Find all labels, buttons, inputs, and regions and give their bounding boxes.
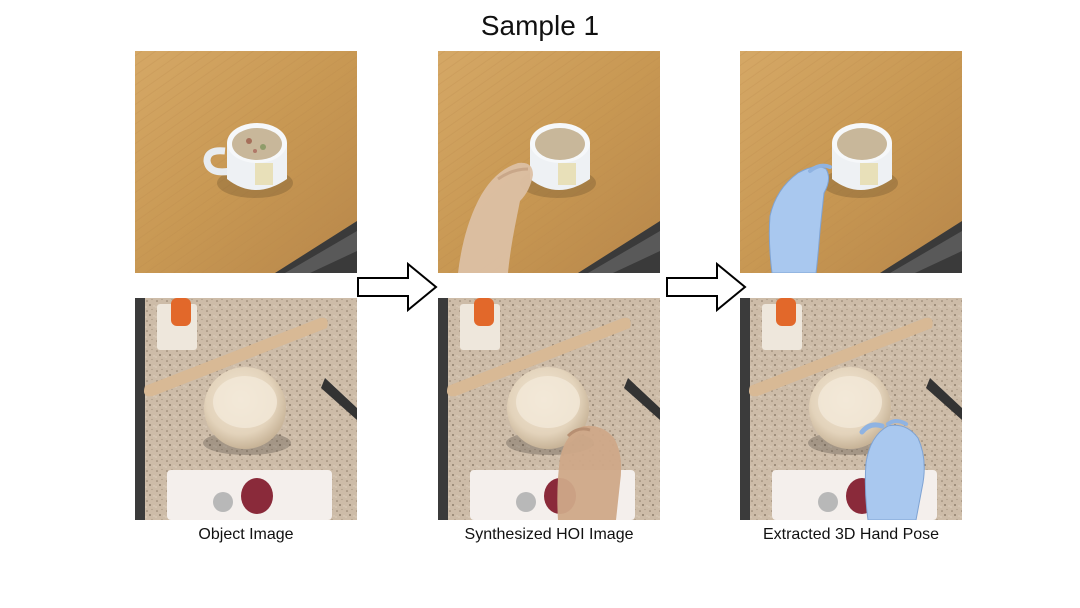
caption-synthesized-image: Synthesized HOI Image [464,526,634,543]
caption-extracted-pose: Extracted 3D Hand Pose [762,526,940,543]
synthesized-image-mug [438,51,660,273]
extracted-pose-mug [740,51,962,273]
extracted-pose-bowl [740,298,962,520]
synthesized-image-bowl [438,298,660,520]
page-title: Sample 1 [480,10,600,41]
object-image-mug [135,51,357,273]
caption-object-image: Object Image [198,526,294,543]
arrow-right-icon [666,262,747,312]
arrow-right-icon [357,262,438,312]
object-image-bowl [135,298,357,520]
